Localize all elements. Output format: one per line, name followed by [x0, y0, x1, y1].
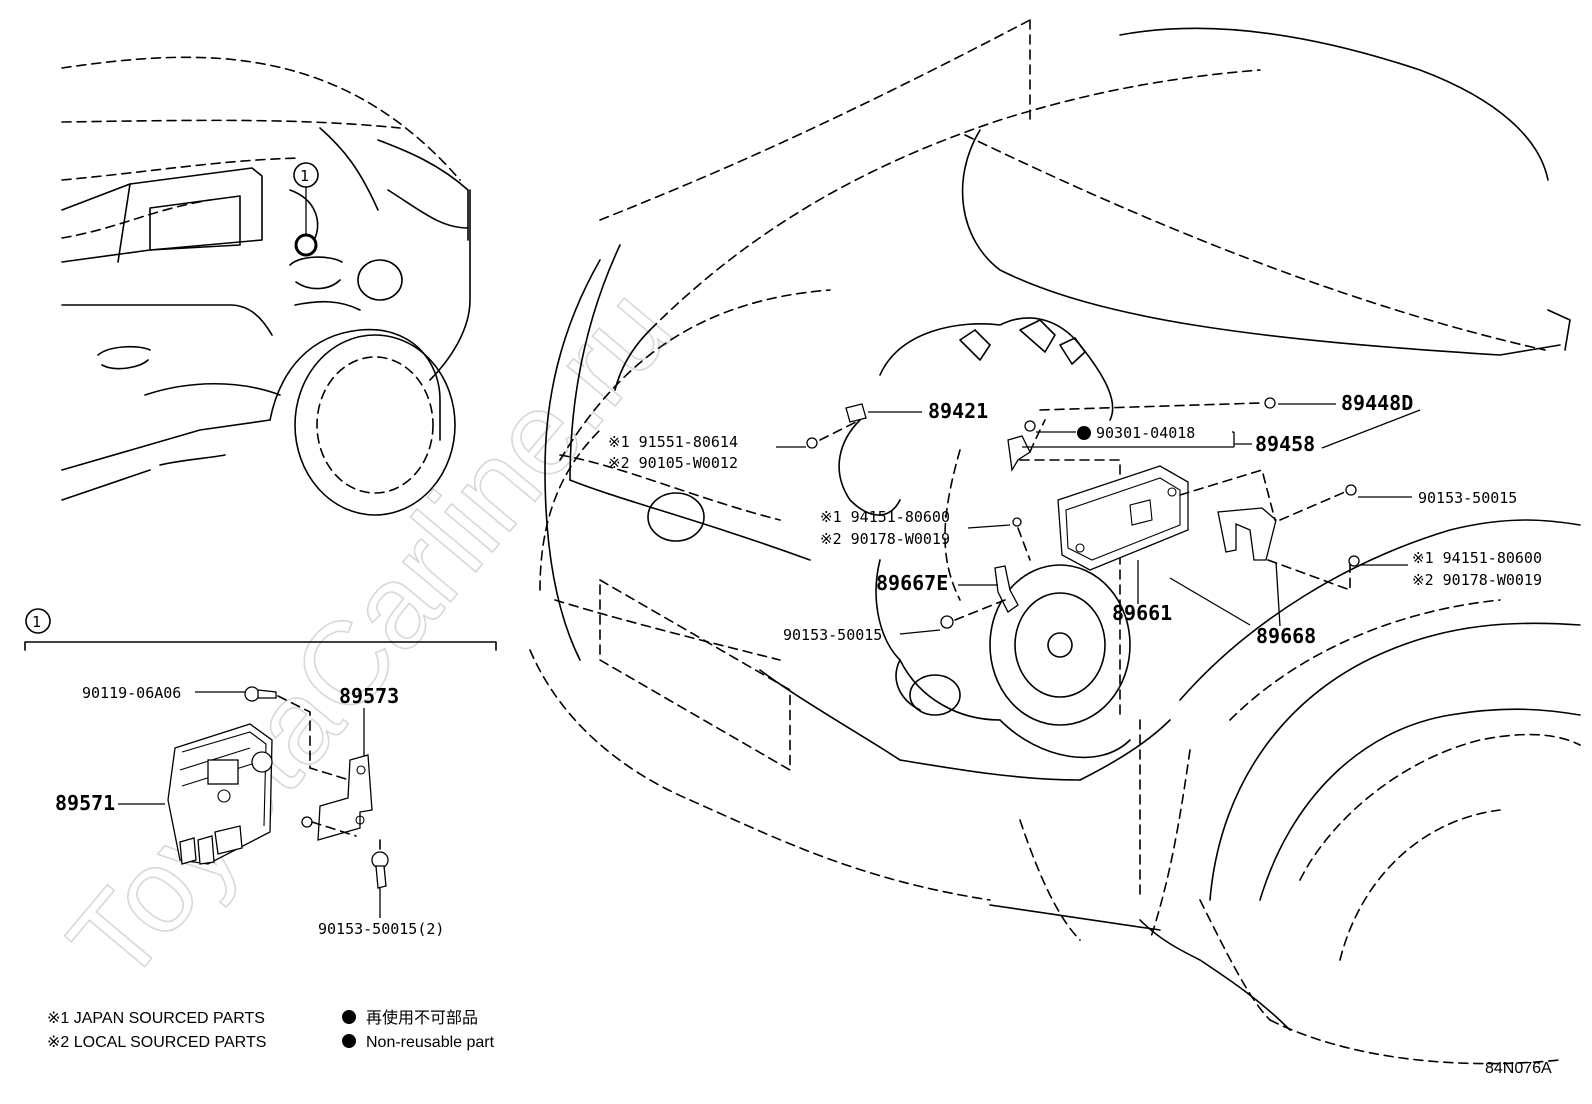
front-view-labels: 89421 89448D 90301-04018 89458 ※1 91551-…	[608, 391, 1542, 648]
legend-note-1: ※1 JAPAN SOURCED PARTS	[47, 1010, 265, 1027]
label-94151-80600-b: ※1 94151-80600	[1412, 549, 1542, 567]
label-90178-W0019-a: ※2 90178-W0019	[820, 530, 950, 548]
label-90153-50015-a: 90153-50015	[783, 626, 882, 644]
label-91551-80614: ※1 91551-80614	[608, 433, 738, 451]
callout-label: 1	[300, 167, 309, 185]
label-90153-50015-b: 90153-50015	[1418, 489, 1517, 507]
label-90153-50015-c: 90153-50015(2)	[318, 920, 444, 938]
label-89421: 89421	[928, 399, 988, 423]
label-94151-80600-a: ※1 94151-80600	[820, 508, 950, 526]
label-90119-06A06: 90119-06A06	[82, 684, 181, 702]
part-location-marker	[294, 233, 318, 257]
label-89458: 89458	[1255, 432, 1315, 456]
label-90178-W0019-b: ※2 90178-W0019	[1412, 571, 1542, 589]
figure-code: 84N076A	[1485, 1060, 1552, 1077]
label-89573: 89573	[339, 684, 399, 708]
nonreuse-dot-jp	[342, 1010, 356, 1024]
legend-nonreuse-en: Non-reusable part	[366, 1034, 495, 1051]
label-89661: 89661	[1112, 601, 1172, 625]
label-89448D: 89448D	[1341, 391, 1413, 415]
nonreuse-dot-en	[342, 1034, 356, 1048]
inset-detail-1: 1 90119-06A06 89573 89571	[24, 608, 497, 938]
legend-nonreuse-jp: 再使用不可部品	[366, 1009, 478, 1027]
label-89668: 89668	[1256, 624, 1316, 648]
inset-marker: 1	[32, 613, 41, 631]
legend: ※1 JAPAN SOURCED PARTS ※2 LOCAL SOURCED …	[47, 1009, 495, 1051]
legend-note-2: ※2 LOCAL SOURCED PARTS	[47, 1034, 266, 1051]
ecu-89661	[1057, 465, 1189, 571]
ecu-89571	[167, 723, 273, 865]
label-90301-04018: 90301-04018	[1096, 424, 1195, 442]
front-car-view	[529, 19, 1581, 1065]
label-89571: 89571	[55, 791, 115, 815]
rear-car-view: 1	[61, 56, 471, 516]
label-90105-W0012: ※2 90105-W0012	[608, 454, 738, 472]
label-89667E: 89667E	[876, 571, 948, 595]
nonreuse-dot-90301	[1077, 426, 1091, 440]
watermark: ToyotaCarline.ru	[44, 264, 697, 1007]
